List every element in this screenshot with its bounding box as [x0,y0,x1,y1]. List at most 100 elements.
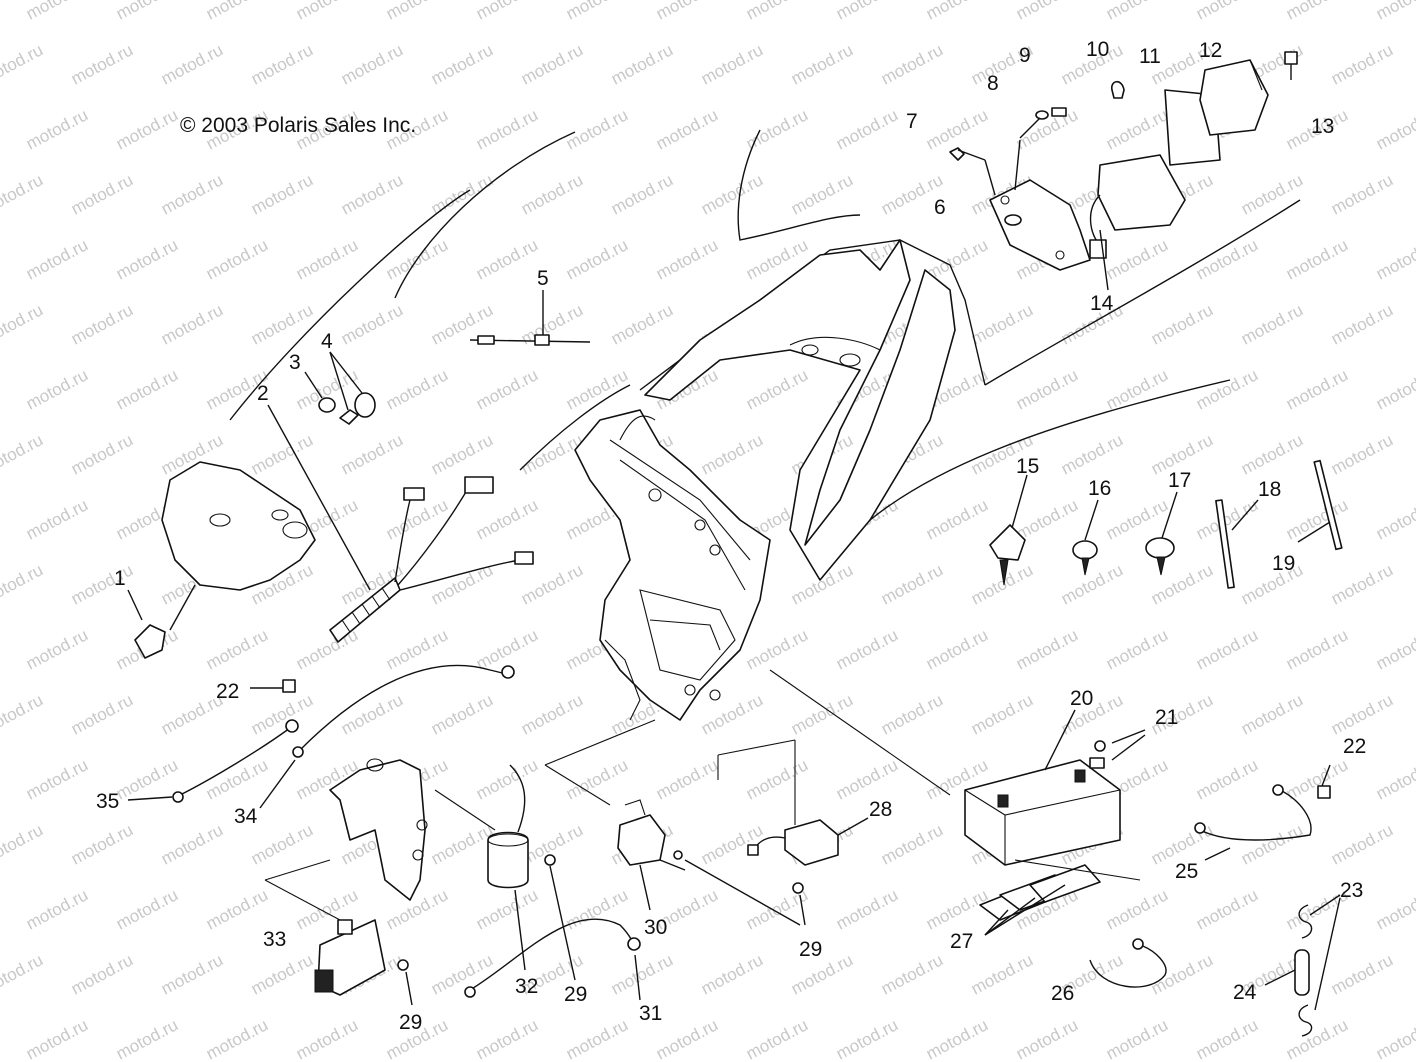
watermark-text: motod.ru [428,950,496,998]
watermark-text: motod.ru [113,0,181,24]
watermark-text: motod.ru [923,1015,991,1062]
watermark-text: motod.ru [743,1015,811,1062]
watermark-text: motod.ru [698,430,766,478]
callout-8: 8 [987,72,999,95]
watermark-text: motod.ru [473,885,541,933]
watermark-text: motod.ru [203,1015,271,1062]
watermark-text: motod.ru [0,170,46,218]
part-32-ignition-coil [434,764,529,971]
watermark-text: motod.ru [1103,0,1171,24]
watermark-text: motod.ru [113,365,181,413]
watermark-text: motod.ru [743,365,811,413]
watermark-text: motod.ru [1283,0,1351,24]
watermark-text: motod.ru [383,0,451,24]
watermark-text: motod.ru [518,40,586,88]
watermark-text: motod.ru [68,170,136,218]
watermark-text: motod.ru [1148,950,1216,998]
watermark-text: motod.ru [1058,430,1126,478]
watermark-text: motod.ru [0,0,1,24]
watermark-text: motod.ru [248,430,316,478]
watermark-text: motod.ru [473,495,541,543]
watermark-text: motod.ru [0,755,1,803]
callout-9: 9 [1019,44,1031,67]
watermark-text: motod.ru [563,235,631,283]
callout-22-left: 22 [216,680,239,703]
watermark-text: motod.ru [653,235,721,283]
watermark-text: motod.ru [383,885,451,933]
callout-24: 24 [1233,981,1257,1004]
copyright-notice: © 2003 Polaris Sales Inc. [180,114,416,137]
watermark-text: motod.ru [968,690,1036,738]
watermark-text: motod.ru [878,690,946,738]
main-frame [574,409,771,721]
watermark-text: motod.ru [1283,625,1351,673]
callout-33: 33 [263,928,286,951]
part-5-lead [469,290,591,346]
watermark-text: motod.ru [0,625,1,673]
watermark-text: motod.ru [1193,885,1261,933]
watermark-text: motod.ru [1103,1015,1171,1062]
watermark-text: motod.ru [653,0,721,24]
watermark-text: motod.ru [1238,820,1306,868]
watermark-text: motod.ru [968,950,1036,998]
callout-4: 4 [321,330,333,353]
watermark-text: motod.ru [608,170,676,218]
watermark-text: motod.ru [23,1015,91,1062]
links-23-24 [1264,894,1341,1037]
callout-2: 2 [257,382,269,405]
watermark-text: motod.ru [1283,235,1351,283]
watermark-text: motod.ru [923,625,991,673]
part-3-4-key-switch [304,351,376,425]
watermark-text: motod.ru [788,690,856,738]
watermark-text: motod.ru [1328,950,1396,998]
callout-28: 28 [869,798,892,821]
watermark-text: motod.ru [428,690,496,738]
watermark-text: motod.ru [1238,300,1306,348]
watermark-text: motod.ru [1283,755,1351,803]
callout-34: 34 [234,805,258,828]
watermark-text: motod.ru [293,235,361,283]
watermark-text: motod.ru [833,625,901,673]
watermark-text: motod.ru [1103,625,1171,673]
vehicle-body-outline [229,129,1301,581]
watermark-text: motod.ru [1373,755,1416,803]
watermark-text: motod.ru [653,755,721,803]
watermark-text: motod.ru [23,755,91,803]
watermark-text: motod.ru [923,885,991,933]
watermark-text: motod.ru [698,170,766,218]
watermark-text: motod.ru [608,300,676,348]
watermark-text: motod.ru [923,105,991,153]
watermark-text: motod.ru [338,690,406,738]
watermark-text: motod.ru [1328,560,1396,608]
callout-17: 17 [1168,469,1191,492]
watermark-text: motod.ru [338,170,406,218]
watermark-text: motod.ru [833,1015,901,1062]
callout-26: 26 [1051,982,1074,1005]
watermark-text: motod.ru [923,0,991,24]
watermark-text: motod.ru [1373,235,1416,283]
watermark-text: motod.ru [158,820,226,868]
callout-27: 27 [950,930,973,953]
watermark-text: motod.ru [338,430,406,478]
watermark-text: motod.ru [68,430,136,478]
watermark-text: motod.ru [68,950,136,998]
callout-10: 10 [1086,38,1109,61]
callout-30: 30 [644,916,667,939]
watermark-text: motod.ru [113,1015,181,1062]
watermark-text: motod.ru [248,40,316,88]
watermark-text: motod.ru [518,560,586,608]
watermark-text: motod.ru [383,495,451,543]
part-2-wiring-harness [267,404,534,643]
watermark-text: motod.ru [0,495,1,543]
watermark-text: motod.ru [1238,690,1306,738]
watermark-text: motod.ru [23,625,91,673]
watermark-text: motod.ru [608,950,676,998]
watermark-text: motod.ru [1148,300,1216,348]
part-29-bolts [397,850,806,1006]
part-30-solenoid [544,719,686,911]
watermark-text: motod.ru [1103,235,1171,283]
callout-13: 13 [1311,115,1334,138]
watermark-text: motod.ru [0,365,1,413]
watermark-text: motod.ru [608,40,676,88]
